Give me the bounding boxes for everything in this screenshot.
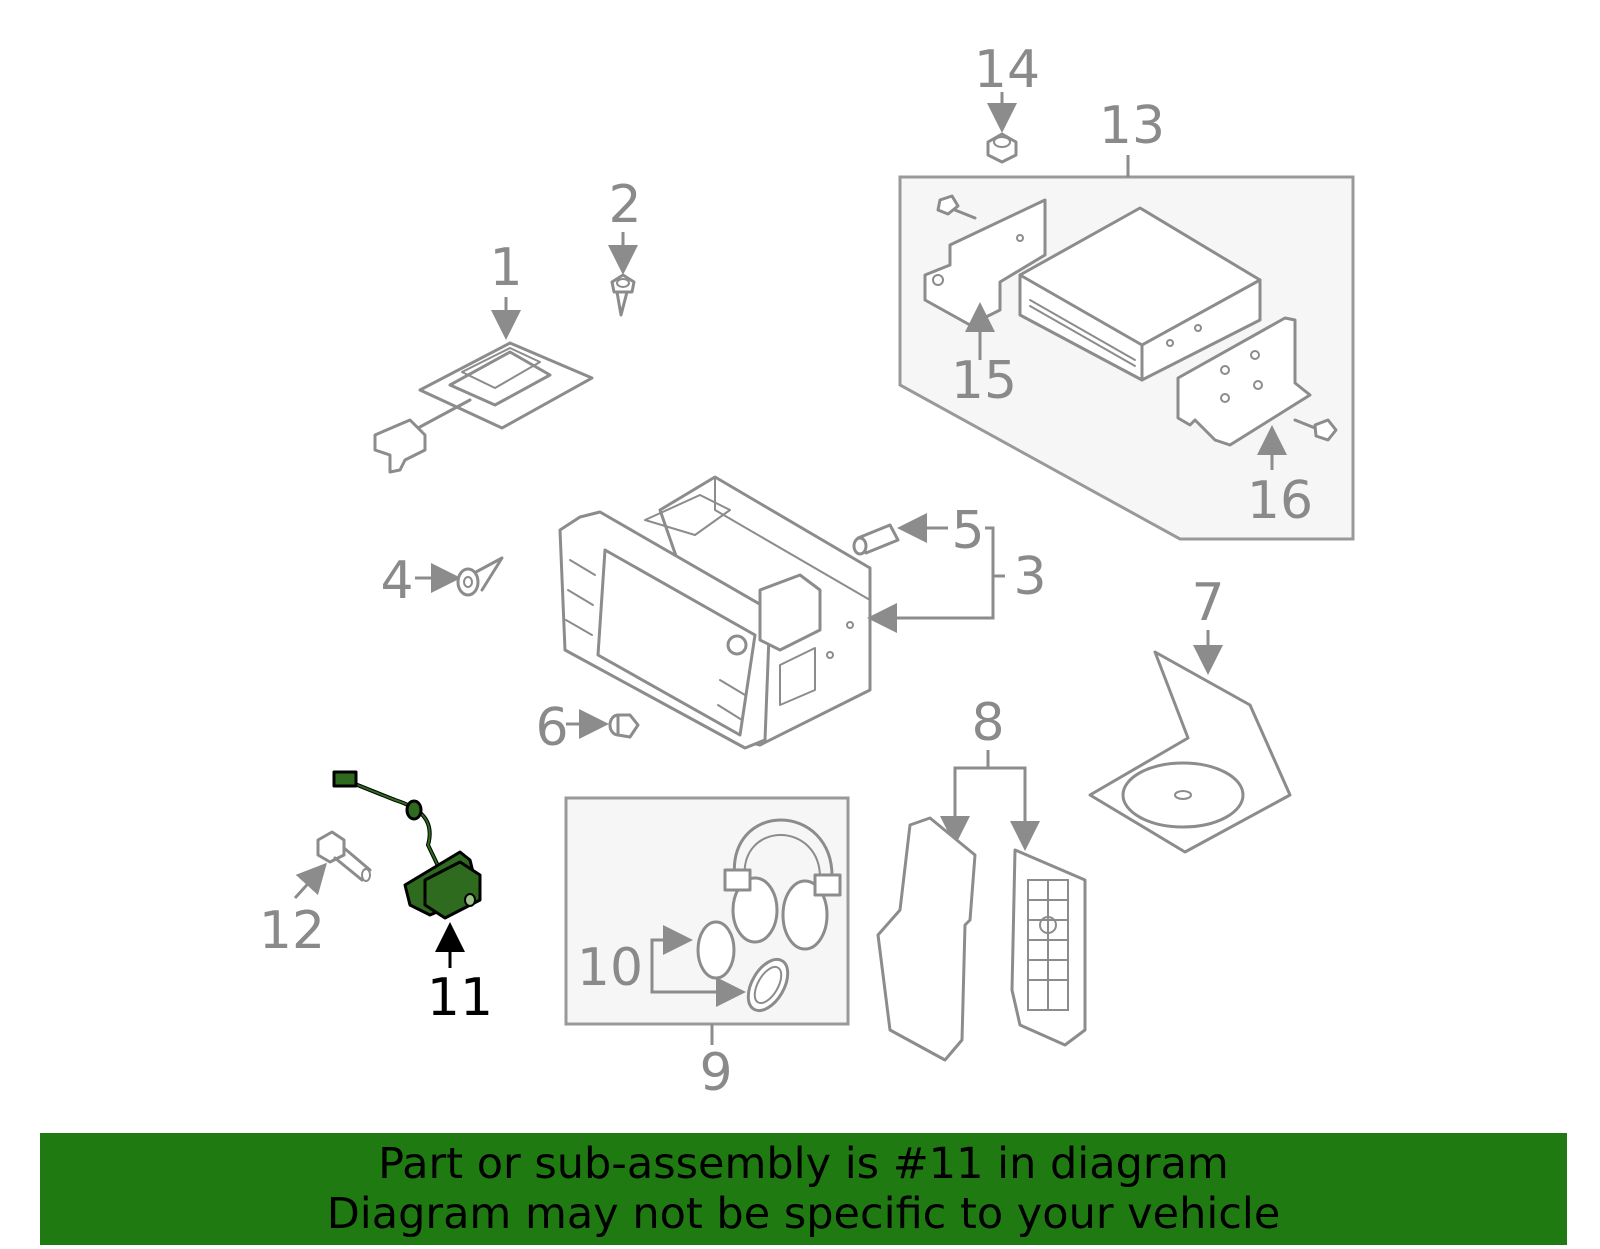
banner-line-1: Part or sub-assembly is #11 in diagram [378, 1139, 1229, 1189]
part-11-camera [332, 770, 482, 968]
part-7-disc [1088, 630, 1292, 854]
callout-11: 11 [427, 968, 493, 1028]
callout-12: 12 [259, 901, 325, 961]
navigation-unit [1018, 206, 1262, 382]
part-3-head-unit [558, 475, 872, 750]
part-16-bracket [1176, 316, 1338, 470]
callout-10: 10 [577, 938, 643, 998]
part-8-remote-holder [876, 750, 1087, 1062]
part-6-plug [566, 709, 640, 739]
callout-13: 13 [1099, 96, 1165, 156]
part-4-screw [415, 556, 504, 597]
callout-8: 8 [971, 693, 1004, 753]
callout-14: 14 [974, 40, 1040, 100]
part-5-bulb [852, 513, 948, 556]
part-15-bracket [923, 194, 1047, 360]
part-10-ear-pads [650, 920, 790, 1013]
parts-diagram: 1 2 3 4 5 6 7 8 9 10 11 12 13 14 15 16 [259, 40, 1355, 1103]
callout-16: 16 [1247, 471, 1313, 531]
leader-3-5 [867, 526, 1005, 633]
callout-4: 4 [380, 551, 413, 611]
banner-line-2: Diagram may not be specific to your vehi… [326, 1189, 1281, 1239]
part-14-nut [986, 92, 1018, 164]
remote-buttons [1027, 879, 1069, 1011]
info-banner: Part or sub-assembly is #11 in diagram D… [40, 1133, 1567, 1245]
part-1-module [373, 297, 594, 474]
callout-7: 7 [1191, 573, 1224, 633]
part-2-clip [608, 232, 638, 317]
callout-5: 5 [951, 501, 984, 561]
callout-6: 6 [535, 698, 568, 758]
callout-15: 15 [951, 351, 1017, 411]
part-12-bolt [293, 830, 372, 900]
callout-3: 3 [1013, 547, 1046, 607]
callout-1: 1 [489, 238, 522, 298]
callout-9: 9 [699, 1043, 732, 1103]
callout-2: 2 [608, 175, 641, 235]
part-9-headphones [723, 818, 842, 951]
